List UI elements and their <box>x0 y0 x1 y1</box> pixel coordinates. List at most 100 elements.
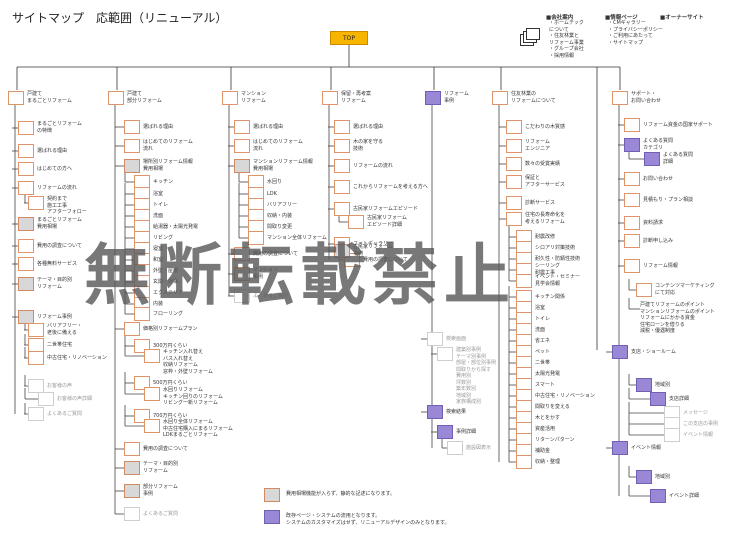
page-label-line: リビング <box>153 235 174 241</box>
page-box <box>636 470 652 484</box>
page-label-line: 古民家リフォームエピソード <box>353 206 418 212</box>
page-label-line: お問い合わせ <box>631 97 662 104</box>
page-box <box>624 234 640 248</box>
page-label-line: 契約まで <box>47 196 68 202</box>
page-label-line: これからリフォームを考える方へ <box>353 184 428 190</box>
page-label-line: 補助金 <box>535 448 551 454</box>
page-label-line: 住宅ローンを借りる <box>640 321 685 328</box>
page-box <box>108 91 124 105</box>
page-box <box>348 215 364 229</box>
page-label: イベント・セミナー見学会情報 <box>535 274 580 287</box>
page-box <box>234 289 250 303</box>
page-label-line: 500万円くらい <box>153 380 188 386</box>
page-label-line: こだわりの木質感 <box>525 124 566 130</box>
page-label: 洗面 <box>535 327 545 334</box>
header-group-heading: ■情報ページ <box>605 15 638 21</box>
page-label-line: 検索結果 <box>446 409 467 415</box>
page-box <box>124 507 140 521</box>
page-label: はじめての方へ <box>37 166 72 173</box>
page-title: サイトマップ 応範囲（リニューアル） <box>12 11 228 25</box>
header-group-item: ・プライバシーポリシー <box>608 26 663 33</box>
page-label: 間取り変更 <box>267 224 292 231</box>
page-box <box>18 144 34 158</box>
page-label: コンテンツマーケティングにて対応 <box>655 283 715 296</box>
page-label-line: サポート・ <box>631 91 657 97</box>
page-label-line: 保証と <box>525 175 541 181</box>
header-group-heading: ■オーナーサイト <box>660 15 704 21</box>
page-label-line: 検索画面 <box>446 336 467 342</box>
page-label: マンション全体リフォーム <box>267 235 327 242</box>
page-label: 地域別 <box>655 382 670 389</box>
page-label-line: はじめての方へ <box>37 166 73 172</box>
page-box <box>506 139 522 153</box>
page-label: 耐久性・防錆性技術 <box>535 256 580 263</box>
page-label-line: よくあるご質問 <box>143 511 179 517</box>
page-label-line: 内装 <box>153 301 164 307</box>
page-label: リフォーム事例 <box>444 91 469 104</box>
page-label: 部分リフォーム事例 <box>143 484 178 497</box>
page-label: 支店・ショールーム <box>631 349 676 356</box>
page-label-line: アフターサービス <box>525 181 565 188</box>
page-label-line: マンションリフォーム情報 <box>253 159 313 165</box>
page-label-line: リフォームについて <box>511 97 556 104</box>
page-label-line: リフォームの流れ <box>37 185 77 191</box>
page-box <box>18 121 34 135</box>
page-label-line: 水回り <box>267 179 283 185</box>
page-label-line: 費用別 <box>456 373 472 379</box>
page-label: イベント情報 <box>683 432 713 439</box>
page-label: サポート・お問い合わせ <box>631 91 661 104</box>
legend-swatch <box>264 488 280 502</box>
page-label-line: シロアリ対策技術 <box>535 245 576 251</box>
page-label: 保留・再考案リフォーム <box>341 91 371 104</box>
page-label: リフォームエンジニア <box>525 139 550 152</box>
page-box <box>124 159 140 173</box>
page-label-line: 300万円くらい <box>153 343 188 349</box>
page-label: お客様の声詳細 <box>57 396 92 403</box>
page-label-line: 間取り変更 <box>267 224 293 230</box>
page-label-line: 省エネ <box>535 338 551 344</box>
header-group-item: ・住友林業と <box>549 33 580 39</box>
page-label-line: 費用相場 <box>253 165 274 172</box>
page-box <box>506 175 522 189</box>
page-box <box>124 484 140 498</box>
page-label-line: 地域別 <box>655 382 671 388</box>
page-label: 価格別リフォームプラン <box>143 326 198 333</box>
page-box <box>506 196 522 210</box>
page-label: よくあるご質問 <box>253 293 288 300</box>
page-box <box>124 120 140 134</box>
page-label: 選ばれる理由 <box>143 124 173 131</box>
page-label-line: リフォーム情報 <box>643 263 678 269</box>
page-box <box>8 91 24 105</box>
page-box <box>18 310 34 324</box>
page-label: お問い合わせ <box>643 176 673 183</box>
page-box <box>334 139 350 153</box>
page-label-line: リフォーム <box>341 97 366 104</box>
page-box <box>18 239 34 253</box>
page-box <box>18 217 34 231</box>
page-label: まるごとリフォームの特徴 <box>37 121 82 134</box>
page-label: まるごとリフォーム費用相場 <box>37 217 82 230</box>
page-label-line: コンテンツマーケティング <box>655 283 715 289</box>
page-label-line: 費用の調査について <box>253 251 298 257</box>
legend-text: 費用相場機能が入らず、静的な記述になります。 <box>286 491 396 497</box>
page-label-line: LDK <box>267 191 277 197</box>
page-box <box>624 172 640 186</box>
header-group-item: ・サイトマップ <box>608 39 644 46</box>
page-label-line: 外壁・屋根 <box>153 268 179 274</box>
page-label: 寝室 <box>153 246 163 253</box>
page-label-line: 戸建て <box>27 91 43 97</box>
page-box <box>28 379 44 393</box>
legend-text: システムのカスタマイズはせず、リニューアルデザインのみとなります。 <box>286 520 450 526</box>
page-box <box>234 120 250 134</box>
page-label-line: 支店・ショールーム <box>631 349 676 355</box>
page-label-line: 費用の調査について <box>363 257 408 263</box>
page-label-line: 詳細 <box>663 158 674 165</box>
page-label-line: 中古住宅・リノベーション <box>535 393 595 399</box>
page-label: バリアフリー・老後に備える <box>47 323 82 336</box>
page-label: 省エネ <box>535 338 550 345</box>
page-label-line: リフォーム <box>525 139 550 145</box>
page-label: 水回りリフォームキッチン回りのリフォームリビング一新リフォーム <box>163 387 223 407</box>
page-label-line: 考えるリフォーム <box>525 218 565 225</box>
page-label-line: 水回りリフォーム <box>163 387 203 393</box>
